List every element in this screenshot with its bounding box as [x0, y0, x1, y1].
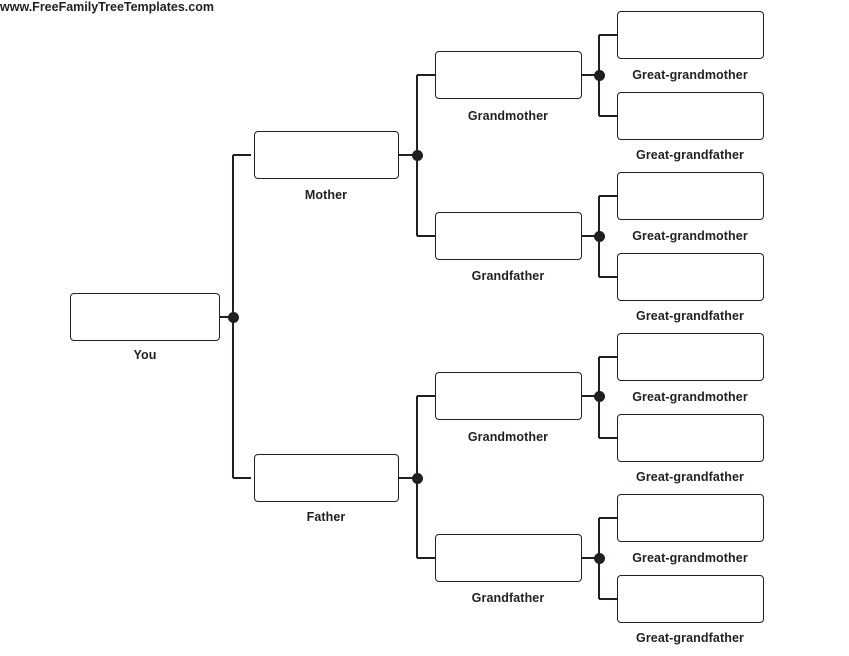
node-label-ggf-1: Great-grandfather: [636, 148, 744, 162]
name-box-ggm-1[interactable]: [617, 11, 764, 59]
node-label-gm-f: Grandmother: [467, 430, 549, 444]
name-box-gm-m[interactable]: [435, 51, 582, 99]
node-label-ggm-2: Great-grandmother: [632, 229, 748, 243]
name-box-ggf-3[interactable]: [617, 414, 764, 462]
node-label-father: Father: [306, 510, 346, 524]
dot-gm-m: [593, 69, 605, 81]
dot-gm-f: [593, 390, 605, 402]
node-label-ggf-2: Great-grandfather: [636, 309, 744, 323]
name-box-ggf-2[interactable]: [617, 253, 764, 301]
footer-website: www.FreeFamilyTreeTemplates.com: [0, 0, 214, 14]
dot-father: [411, 472, 423, 484]
node-label-you: You: [133, 348, 157, 362]
dot-gf-m: [593, 230, 605, 242]
name-box-ggf-4[interactable]: [617, 575, 764, 623]
name-box-gf-m[interactable]: [435, 212, 582, 260]
node-label-ggm-4: Great-grandmother: [632, 551, 748, 565]
node-label-gf-m: Grandfather: [471, 269, 545, 283]
node-label-ggm-1: Great-grandmother: [632, 68, 748, 82]
dot-gf-f: [593, 552, 605, 564]
name-box-you[interactable]: [70, 293, 220, 341]
name-box-ggf-1[interactable]: [617, 92, 764, 140]
node-label-gf-f: Grandfather: [471, 591, 545, 605]
node-label-ggf-4: Great-grandfather: [636, 631, 744, 645]
name-box-ggm-2[interactable]: [617, 172, 764, 220]
node-label-gm-m: Grandmother: [467, 109, 549, 123]
name-box-mother[interactable]: [254, 131, 399, 179]
node-label-ggf-3: Great-grandfather: [636, 470, 744, 484]
node-label-ggm-3: Great-grandmother: [632, 390, 748, 404]
name-box-father[interactable]: [254, 454, 399, 502]
dot-mother: [411, 149, 423, 161]
dot-you: [227, 311, 239, 323]
node-label-mother: Mother: [304, 188, 348, 202]
name-box-ggm-4[interactable]: [617, 494, 764, 542]
name-box-ggm-3[interactable]: [617, 333, 764, 381]
name-box-gf-f[interactable]: [435, 534, 582, 582]
name-box-gm-f[interactable]: [435, 372, 582, 420]
